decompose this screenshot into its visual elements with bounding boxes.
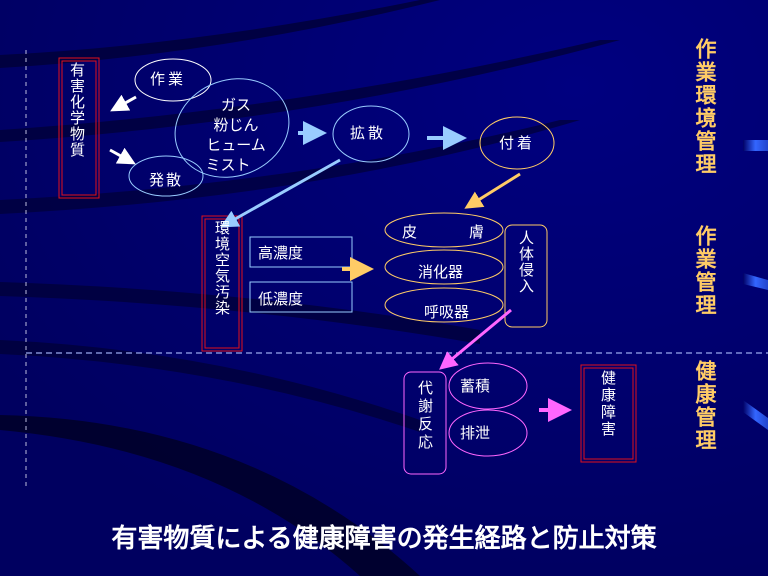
node-respiratory-ellipse [384, 287, 504, 323]
bg-stripe [0, 282, 480, 344]
bg-stripe [0, 415, 420, 576]
node-diffusion-ellipse [332, 105, 410, 163]
node-adhesion-ellipse [479, 116, 555, 170]
node-skin-ellipse [384, 212, 504, 248]
label-metabolism: 代謝反応 [416, 380, 434, 452]
node-forms-ellipse [174, 78, 290, 178]
bg-stripe [0, 40, 620, 142]
side-label-work-management: 作業管理 [693, 225, 717, 317]
label-form-gas: ガス [220, 96, 251, 114]
right-edge-tab [743, 273, 768, 290]
side-label-work-environment-management: 作業環境管理 [693, 38, 717, 176]
label-diffusion: 拡散 [350, 124, 387, 142]
side-label-health-management: 健康管理 [693, 360, 717, 452]
label-accumulation: 蓄積 [460, 377, 491, 395]
label-work: 作業 [150, 70, 187, 88]
node-harmful-chemicals-outer [58, 57, 100, 199]
node-low-concentration-box [249, 281, 353, 313]
arrow-adhesion-to-skin [464, 172, 521, 209]
node-harmful-chemicals-inner [61, 60, 97, 196]
right-edge-tab [743, 140, 768, 151]
label-form-dust: 粉じん [213, 116, 259, 134]
slide-title: 有害物質による健康障害の発生経路と防止対策 [111, 524, 657, 554]
label-emission: 発散 [149, 171, 184, 189]
arrow-work-to-chemicals [110, 94, 137, 112]
node-emission-ellipse [128, 155, 204, 197]
label-air-pollution: 環境空気汚染 [213, 220, 231, 316]
bg-stripe [0, 0, 440, 68]
node-health-damage-outer [580, 364, 637, 463]
bg-stripe [0, 340, 420, 432]
label-harmful-chemicals: 有害化学物質 [68, 62, 86, 158]
arrow-diffusion-to-air-pollution [220, 158, 341, 228]
right-edge-tab [743, 400, 768, 430]
label-health-damage: 健康障害 [599, 370, 617, 438]
node-metabolism-box [403, 371, 447, 475]
node-health-damage-inner [583, 367, 634, 460]
label-respiratory: 呼吸器 [424, 303, 470, 321]
label-excretion: 排泄 [460, 424, 491, 442]
label-skin-1: 皮 [402, 223, 418, 241]
label-forms: ガス 粉じん ヒューム ミスト [196, 95, 276, 175]
label-digestive: 消化器 [418, 263, 464, 281]
node-excretion-ellipse [448, 409, 528, 457]
label-high-concentration: 高濃度 [258, 244, 304, 262]
node-work-ellipse [134, 58, 212, 102]
node-high-concentration-box [249, 236, 353, 268]
arrow-intrusion-to-metabolism [439, 308, 512, 370]
node-accumulation-ellipse [448, 362, 528, 410]
arrow-chemicals-to-emission [109, 147, 136, 165]
label-low-concentration: 低濃度 [258, 290, 304, 308]
node-body-intrusion-box [504, 224, 548, 328]
label-adhesion: 付着 [499, 134, 536, 152]
node-digestive-ellipse [384, 249, 504, 285]
label-form-mist: ミスト [205, 156, 251, 174]
label-skin-2: 膚 [469, 223, 485, 241]
label-form-fume: ヒューム [206, 136, 266, 154]
bg-stripe [0, 120, 580, 214]
label-body-intrusion: 人体侵入 [517, 230, 535, 294]
